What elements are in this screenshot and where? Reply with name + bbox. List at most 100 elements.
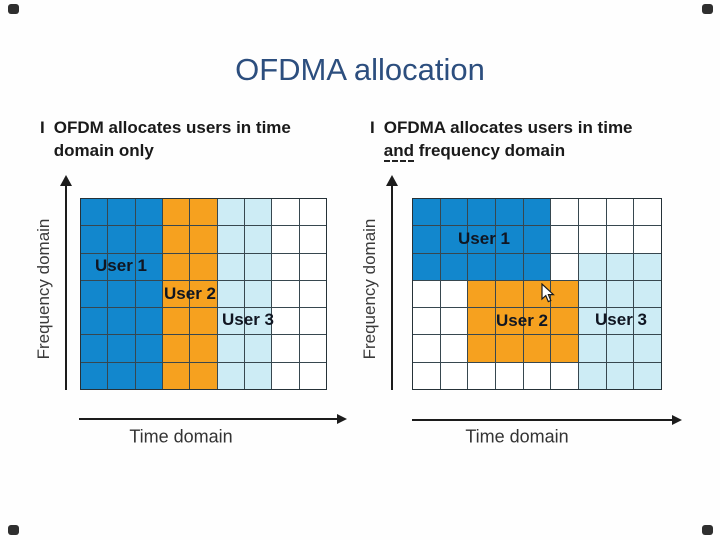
grid-cell bbox=[190, 335, 217, 362]
grid-cell bbox=[634, 226, 661, 253]
grid-cell bbox=[523, 335, 551, 362]
grid-cell bbox=[108, 253, 135, 280]
grid-cell bbox=[551, 253, 578, 280]
grid-cell bbox=[299, 280, 326, 308]
grid-cell bbox=[551, 308, 578, 335]
grid-cell bbox=[272, 199, 299, 226]
grid-cell bbox=[217, 226, 244, 253]
grid-cell bbox=[163, 199, 190, 226]
grid-cell bbox=[217, 253, 244, 280]
grid-cell bbox=[190, 280, 217, 308]
y-axis-label: Frequency domain bbox=[34, 218, 53, 360]
grid-cell bbox=[495, 253, 523, 280]
grid-cell bbox=[523, 362, 551, 389]
grid-cell bbox=[81, 199, 108, 226]
grid-cell bbox=[217, 335, 244, 362]
y-axis-arrow-icon bbox=[386, 175, 398, 186]
grid-cell bbox=[299, 362, 326, 389]
grid-cell bbox=[413, 308, 440, 335]
bullet-line2: domain only bbox=[53, 141, 154, 160]
mouse-cursor-icon bbox=[541, 283, 555, 303]
bullet-line2-underlined: and bbox=[383, 141, 414, 162]
grid-cell bbox=[81, 362, 108, 389]
grid-cell bbox=[606, 280, 634, 308]
grid-cell bbox=[440, 199, 468, 226]
ofdma-allocation-grid bbox=[412, 198, 662, 390]
grid-cell bbox=[108, 280, 135, 308]
grid-cell bbox=[272, 253, 299, 280]
grid-cell bbox=[578, 226, 606, 253]
grid-cell bbox=[299, 253, 326, 280]
grid-cell bbox=[495, 308, 523, 335]
grid-cell bbox=[135, 335, 162, 362]
grid-cell bbox=[163, 226, 190, 253]
user2-label: User 2 bbox=[496, 311, 548, 330]
grid-cell bbox=[606, 253, 634, 280]
grid-cell bbox=[523, 253, 551, 280]
grid-cell bbox=[440, 362, 468, 389]
grid-cell bbox=[299, 199, 326, 226]
bullet-line2: frequency domain bbox=[413, 141, 566, 160]
grid-cell bbox=[468, 335, 495, 362]
grid-cell bbox=[190, 226, 217, 253]
grid-cell bbox=[108, 362, 135, 389]
grid-cell bbox=[606, 362, 634, 389]
grid-cell bbox=[217, 280, 244, 308]
x-axis-arrow-icon bbox=[672, 415, 682, 425]
grid-cell bbox=[108, 199, 135, 226]
grid-cell bbox=[217, 308, 244, 335]
grid-cell bbox=[135, 308, 162, 335]
grid-cell bbox=[217, 199, 244, 226]
grid-cell bbox=[190, 253, 217, 280]
grid-cell bbox=[495, 199, 523, 226]
bullet-marker: I bbox=[370, 118, 375, 137]
grid-cell bbox=[468, 362, 495, 389]
grid-cell bbox=[468, 253, 495, 280]
grid-cell bbox=[468, 308, 495, 335]
grid-cell bbox=[551, 199, 578, 226]
ofdm-allocation-grid bbox=[80, 198, 327, 390]
grid-cell bbox=[634, 362, 661, 389]
x-axis-arrow-icon bbox=[337, 414, 347, 424]
grid-cell bbox=[245, 253, 272, 280]
y-axis-line bbox=[391, 184, 393, 390]
grid-cell bbox=[245, 335, 272, 362]
grid-cell bbox=[495, 226, 523, 253]
grid-cell bbox=[163, 253, 190, 280]
grid-cell bbox=[634, 308, 661, 335]
grid-cell bbox=[413, 335, 440, 362]
grid-cell bbox=[468, 226, 495, 253]
y-axis-label: Frequency domain bbox=[360, 218, 379, 360]
grid-cell bbox=[578, 280, 606, 308]
y-axis-line bbox=[65, 184, 67, 390]
grid-cell bbox=[135, 199, 162, 226]
grid-cell bbox=[551, 280, 578, 308]
bullet-ofdm: I OFDM allocates users in time domain on… bbox=[40, 116, 360, 162]
user1-label: User 1 bbox=[95, 256, 147, 275]
grid-cell bbox=[81, 253, 108, 280]
grid-cell bbox=[190, 199, 217, 226]
grid-cell bbox=[551, 335, 578, 362]
grid-cell bbox=[299, 308, 326, 335]
grid-cell bbox=[523, 226, 551, 253]
grid-cell bbox=[606, 335, 634, 362]
grid-cell bbox=[606, 226, 634, 253]
grid-cell bbox=[578, 199, 606, 226]
grid-cell bbox=[81, 335, 108, 362]
grid-cell bbox=[163, 362, 190, 389]
grid-cell bbox=[108, 308, 135, 335]
grid-cell bbox=[81, 280, 108, 308]
grid-cell bbox=[299, 335, 326, 362]
grid-cell bbox=[135, 362, 162, 389]
grid-cell bbox=[272, 226, 299, 253]
x-axis-label: Time domain bbox=[129, 426, 233, 447]
y-axis-arrow-icon bbox=[60, 175, 72, 186]
grid-cell bbox=[440, 226, 468, 253]
corner-mark bbox=[702, 525, 713, 535]
grid-cell bbox=[634, 199, 661, 226]
user3-label: User 3 bbox=[222, 310, 274, 329]
grid-cell bbox=[440, 253, 468, 280]
grid-cell bbox=[245, 226, 272, 253]
grid-cell bbox=[272, 308, 299, 335]
grid-cell bbox=[413, 253, 440, 280]
